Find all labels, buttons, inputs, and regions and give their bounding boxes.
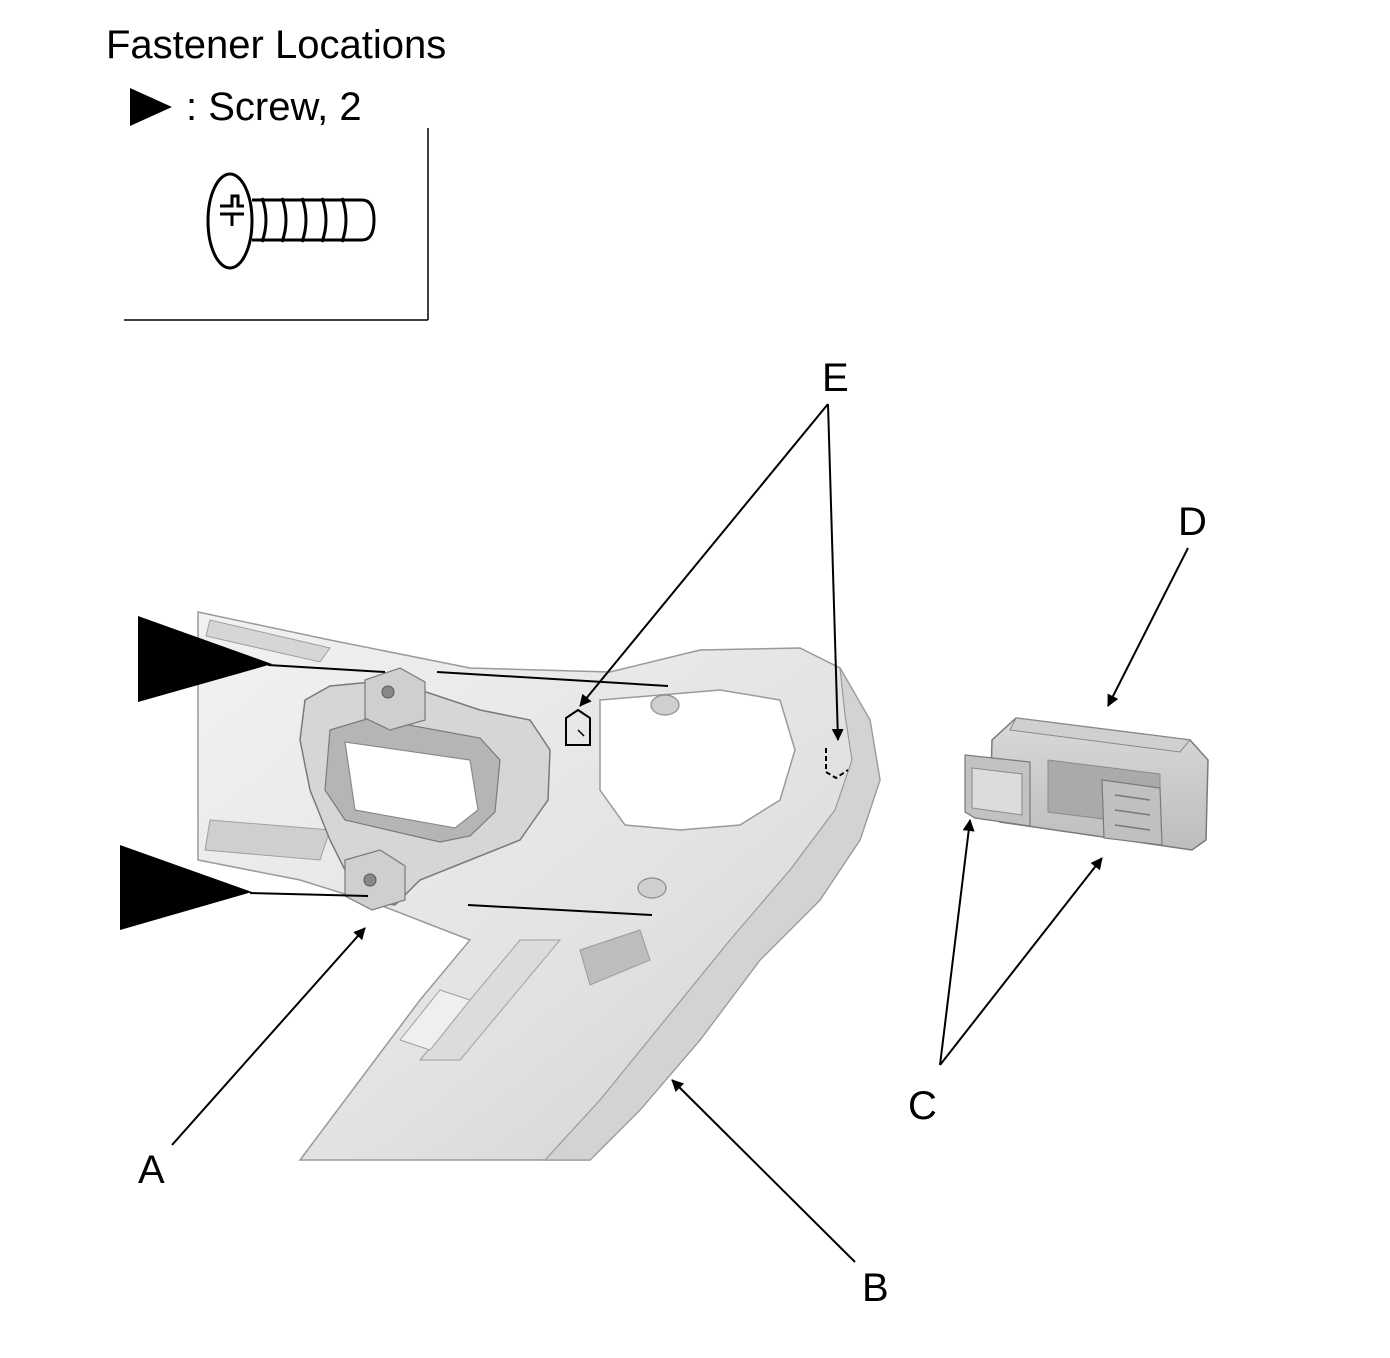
bracket bbox=[299, 667, 551, 911]
switch-assembly bbox=[964, 717, 1209, 851]
leader-lines bbox=[171, 403, 1189, 1263]
callout-label-b: B bbox=[862, 1266, 889, 1310]
diagram-title: Fastener Locations bbox=[106, 23, 447, 67]
screw-inset-box bbox=[124, 128, 429, 321]
callout-label-d: D bbox=[1178, 500, 1207, 544]
screw-icon bbox=[206, 172, 376, 270]
callout-label-a: A bbox=[138, 1148, 165, 1192]
triangle-pointer-icon bbox=[130, 88, 172, 126]
screw-location-pointer-upper bbox=[138, 616, 272, 702]
trim-panel bbox=[197, 611, 881, 1161]
legend-label: : Screw, 2 bbox=[186, 85, 362, 129]
callout-label-e: E bbox=[822, 356, 849, 400]
fastener-legend: : Screw, 2 bbox=[130, 84, 362, 130]
screw-location-pointer-lower bbox=[120, 845, 252, 930]
callout-label-c: C bbox=[908, 1084, 937, 1128]
